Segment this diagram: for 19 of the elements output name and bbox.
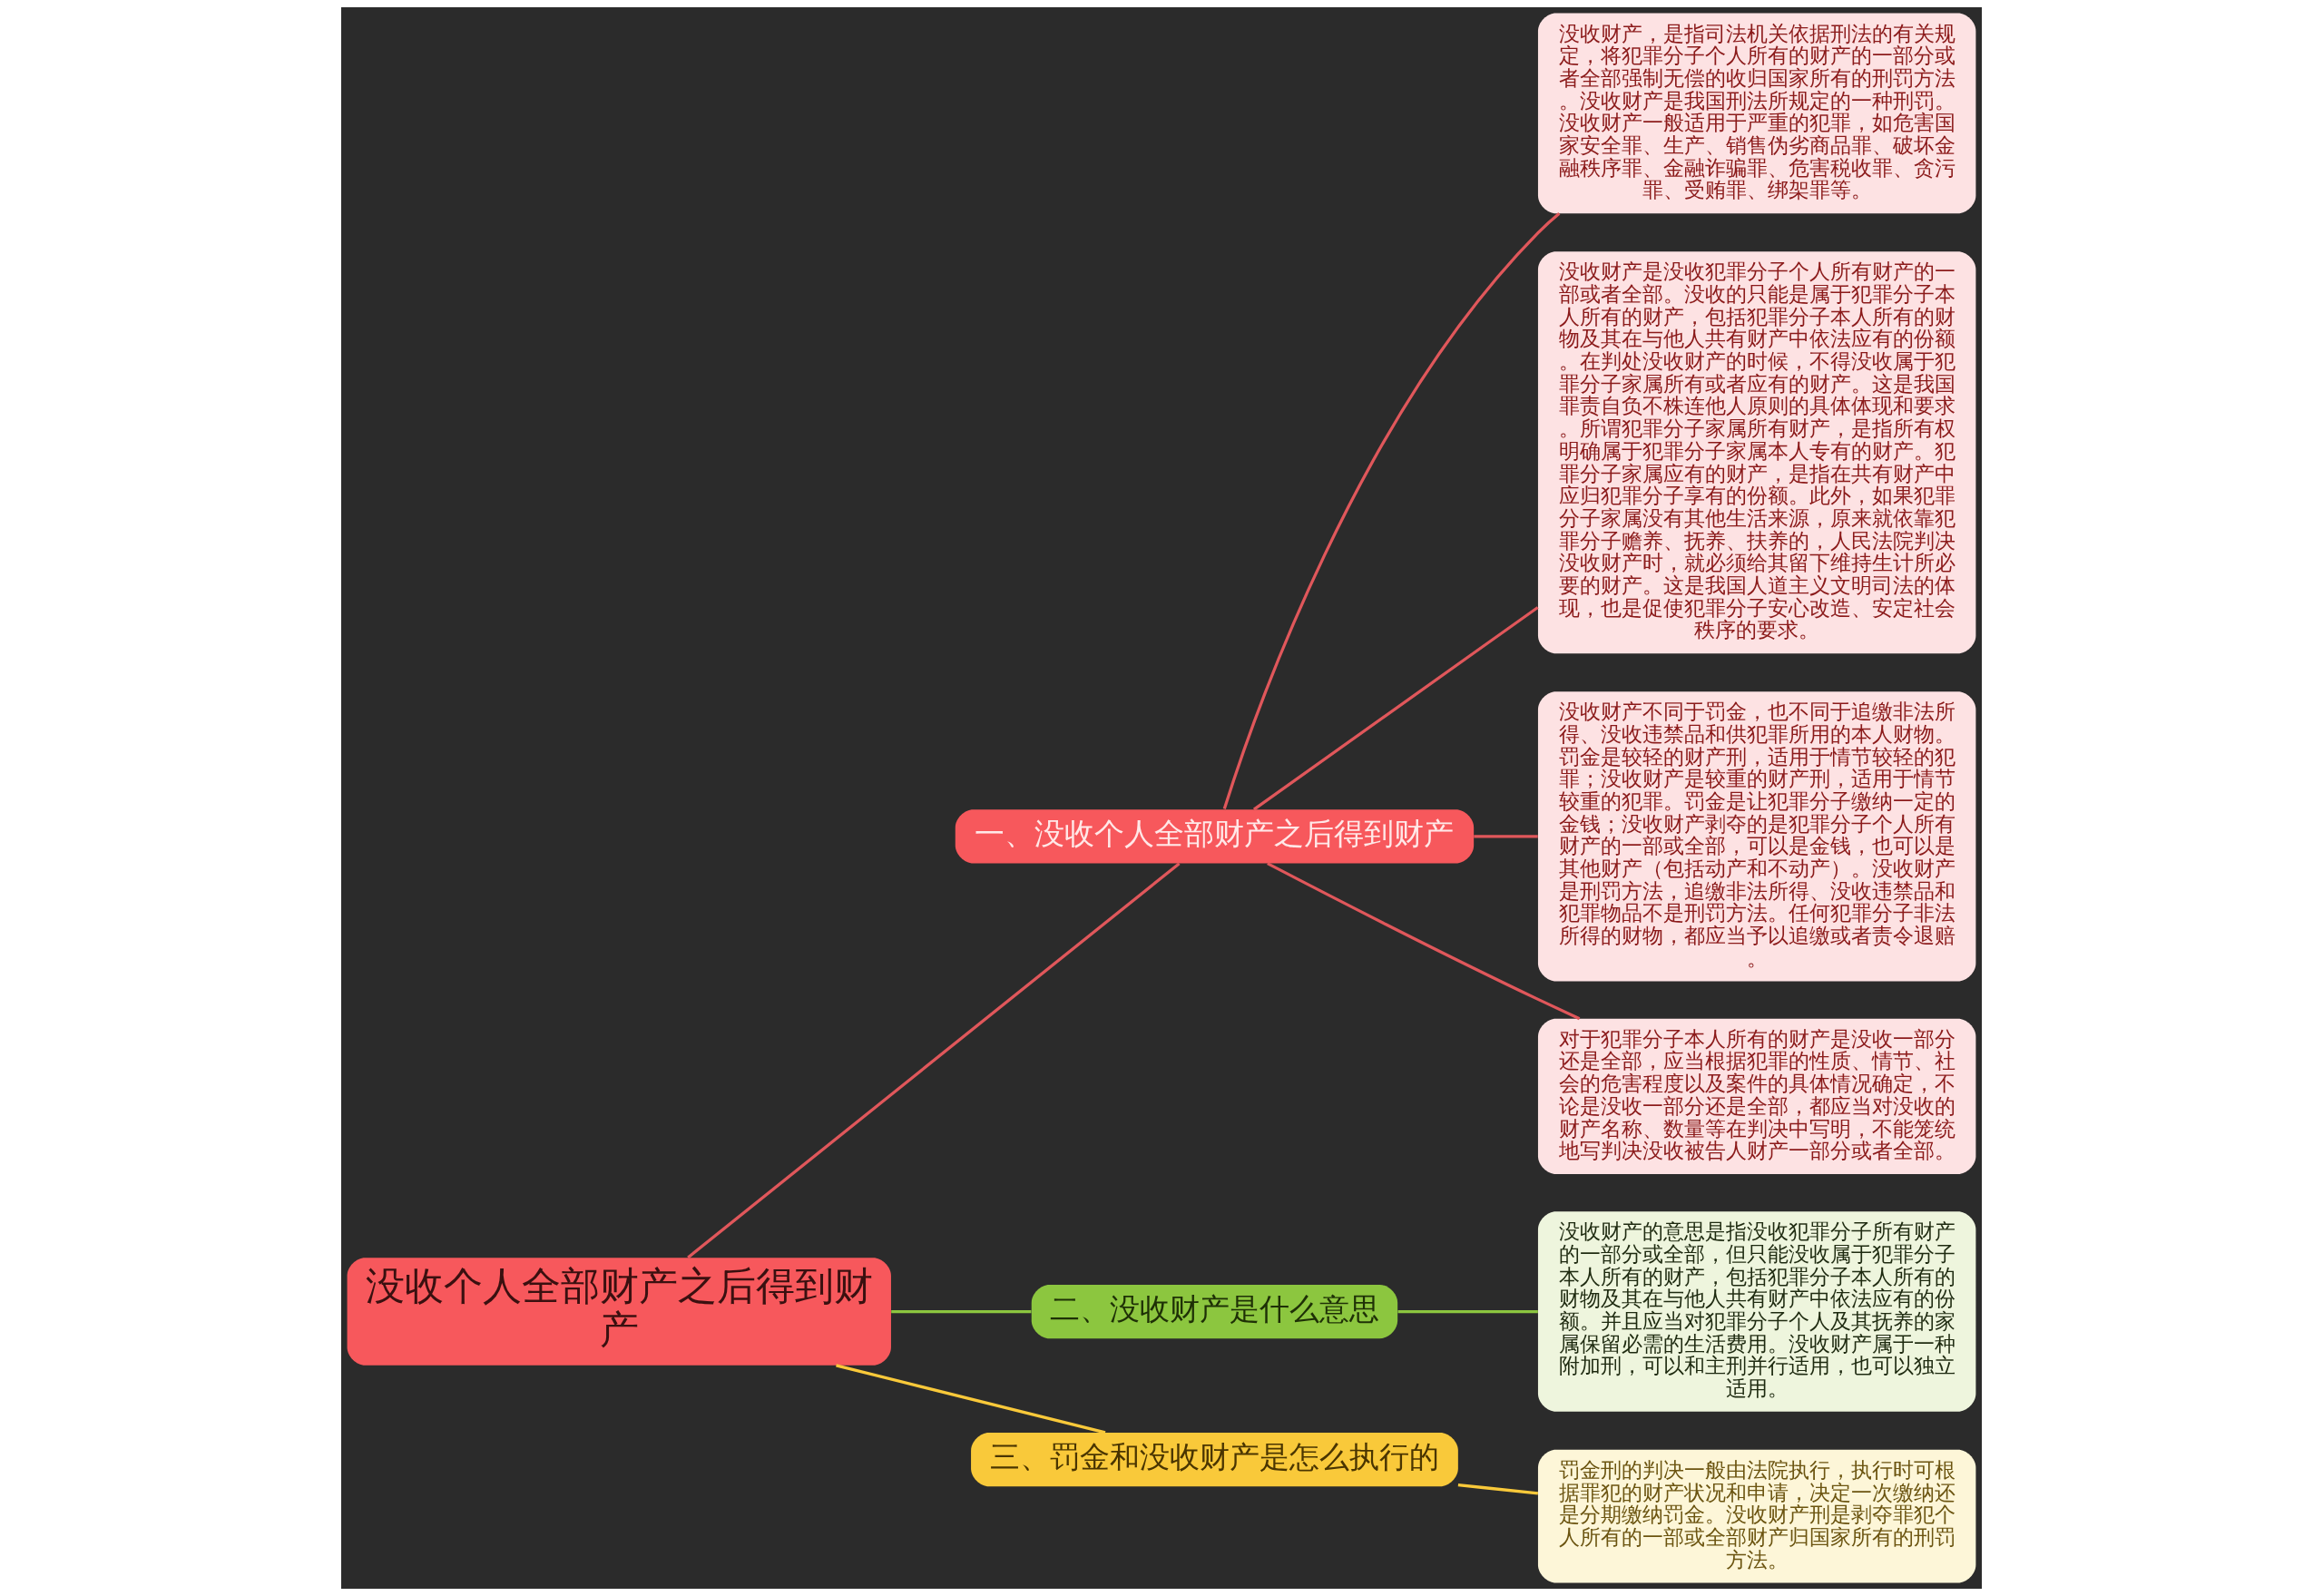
connector <box>1397 1309 1538 1314</box>
node-box: 没收财产不同于罚金，也不同于追缴非法所得、没收违禁品和供犯罪所用的本人财物。罚金是较轻的财产刑，适用于情节较轻的犯罪；没收财产是较重的财产刑，适用于情节较重的犯罪。罚金是让犯罪分子缴纳一定的金钱；没收财产剥夺的是犯罪分子个人所有财产的一部或全部，可以是金钱，也可以是其他财产（包括动产和不动产）。没收财产是刑罚方法，追缴非法所得、没收违禁品和犯罪物品不是刑罚方法。任何犯罪分子非法所得的财物，都应当予以追缴或者责令退赔。 <box>1537 691 1976 982</box>
node-box: 一、没收个人全部财产之后得到财产 <box>955 809 1475 864</box>
connector <box>836 1364 1106 1434</box>
connector <box>1457 1483 1539 1495</box>
connector <box>1252 606 1539 811</box>
node-box: 对于犯罪分子本人所有的财产是没收一部分还是全部，应当根据犯罪的性质、情节、社会的危害程度以及案件的具体情况确定，不论是没收一部分还是全部，都应当对没收的财产名称、数量等在判决中写明，不能笼统地写判决没收被告人财产一部分或者全部。 <box>1537 1018 1976 1175</box>
node-box: 二、没收财产是什么意思 <box>1031 1284 1398 1339</box>
connector <box>687 862 1181 1259</box>
connector <box>1267 862 1581 1021</box>
node-box: 罚金刑的判决一般由法院执行，执行时可根据罪犯的财产状况和申请，决定一次缴纳还是分期缴纳罚金。没收财产刑是剥夺罪犯个人所有的一部或全部财产归国家所有的刑罚方法。 <box>1537 1449 1976 1583</box>
node-box: 没收财产，是指司法机关依据刑法的有关规定，将犯罪分子个人所有的财产的一部分或者全部强制无偿的收归国家所有的刑罚方法。没收财产是我国刑法所规定的一种刑罚。没收财产一般适用于严重的犯罪，如危害国家安全罪、生产、销售伪劣商品罪、破坏金融秩序罪、金融诈骗罪、危害税收罪、贪污罪、受贿罪、绑架罪等。 <box>1537 13 1976 214</box>
node-box: 没收个人全部财产之后得到财产 <box>347 1258 891 1366</box>
node-box: 没收财产的意思是指没收犯罪分子所有财产的一部分或全部，但只能没收属于犯罪分子本人所有的财产，包括犯罪分子本人所有的财物及其在与他人共有财产中依法应有的份额。并且应当对犯罪分子个人及其抚养的家属保留必需的生活费用。没收财产属于一种附加刑，可以和主刑并行适用，也可以独立适用。 <box>1537 1211 1976 1412</box>
node-box: 没收财产是没收犯罪分子个人所有财产的一部或者全部。没收的只能是属于犯罪分子本人所有的财产，包括犯罪分子本人所有的财物及其在与他人共有财产中依法应有的份额。在判处没收财产的时候，不得没收属于犯罪分子家属所有或者应有的财产。这是我国罪责自负不株连他人原则的具体体现和要求。所谓犯罪分子家属所有财产，是指所有权明确属于犯罪分子家属本人专有的财产。犯罪分子家属应有的财产，是指在共有财产中应归犯罪分子享有的份额。此外，如果犯罪分子家属没有其他生活来源，原来就依靠犯罪分子赡养、抚养、扶养的，人民法院判决没收财产时，就必须给其留下维持生计所必要的财产。这是我国人道主义文明司法的体现，也是促使犯罪分子安心改造、安定社会秩序的要求。 <box>1537 251 1976 654</box>
connector <box>1222 212 1561 810</box>
connector <box>1474 835 1538 838</box>
connector <box>891 1309 1032 1314</box>
node-box: 三、罚金和没收财产是怎么执行的 <box>971 1432 1458 1487</box>
